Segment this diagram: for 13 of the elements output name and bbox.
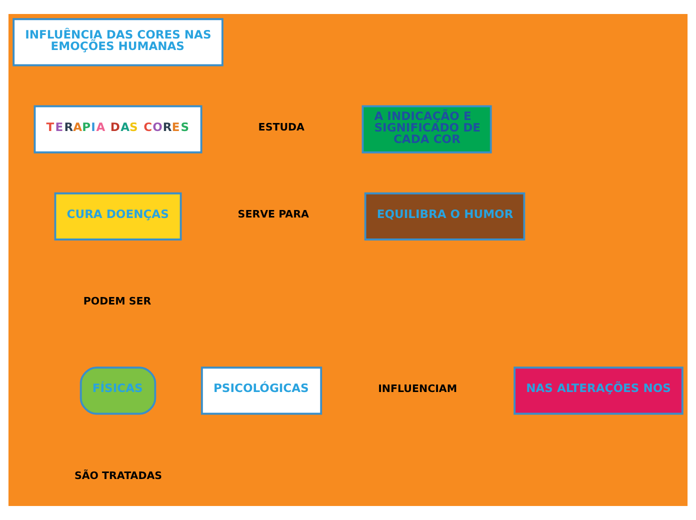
node-box: A INDICAÇÃO E SIGNIFICADO DE CADA COR xyxy=(362,105,492,154)
label: SÃO TRATADAS xyxy=(74,470,162,482)
label: INFLUENCIAM xyxy=(378,382,458,395)
node-box: PSICOLÓGICAS xyxy=(200,366,322,415)
label: ESTUDA xyxy=(258,121,304,134)
label: SERVE PARA xyxy=(238,208,309,221)
node-box: NAS ALTERAÇÕES NOS xyxy=(514,366,684,415)
label: PODEM SER xyxy=(83,296,152,308)
node-box: TERAPIA DAS CORES xyxy=(34,105,202,154)
node-box: EQUILIBRA O HUMOR xyxy=(364,192,526,240)
node-box: CURA DOENÇAS xyxy=(54,192,182,240)
node-box: INFLUÊNCIA DAS CORES NAS EMOÇÕES HUMANAS xyxy=(12,18,224,66)
node-box: FÍSICAS xyxy=(80,366,156,415)
